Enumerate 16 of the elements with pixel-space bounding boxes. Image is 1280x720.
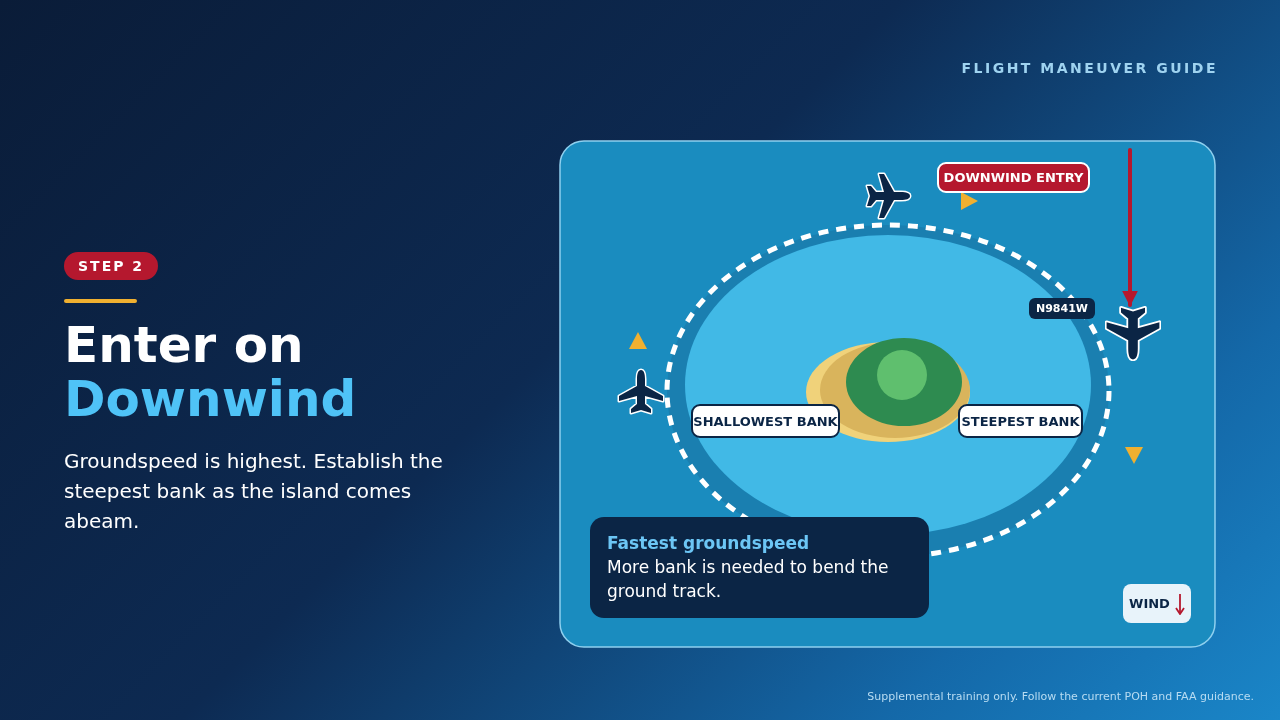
body-text: Groundspeed is highest. Establish the steepest bank as the island comes abeam. <box>64 448 444 535</box>
tail-number-tag: N9841W <box>1029 298 1095 319</box>
arrow <box>1122 148 1138 307</box>
guide-label: FLIGHT MANEUVER GUIDE <box>961 60 1218 76</box>
footer-note: Supplemental training only. Follow the current POH and FAA guidance. <box>867 690 1254 703</box>
callout-box <box>590 517 929 618</box>
callout-text: More bank is needed to bend the ground track. <box>607 556 890 603</box>
callout-heading: Fastest groundspeed <box>607 532 811 555</box>
wind-label: WIND <box>1129 596 1170 611</box>
wind-tag <box>1123 584 1191 623</box>
airplane-icon <box>1105 305 1161 361</box>
entry-tag: DOWNWIND ENTRY <box>937 162 1090 193</box>
bank-tag: SHALLOWEST BANK <box>691 404 840 438</box>
bank-tag: STEEPEST BANK <box>958 404 1083 438</box>
step-badge: STEP 2 <box>64 252 159 280</box>
slide-title: Enter on Downwind <box>64 318 358 426</box>
